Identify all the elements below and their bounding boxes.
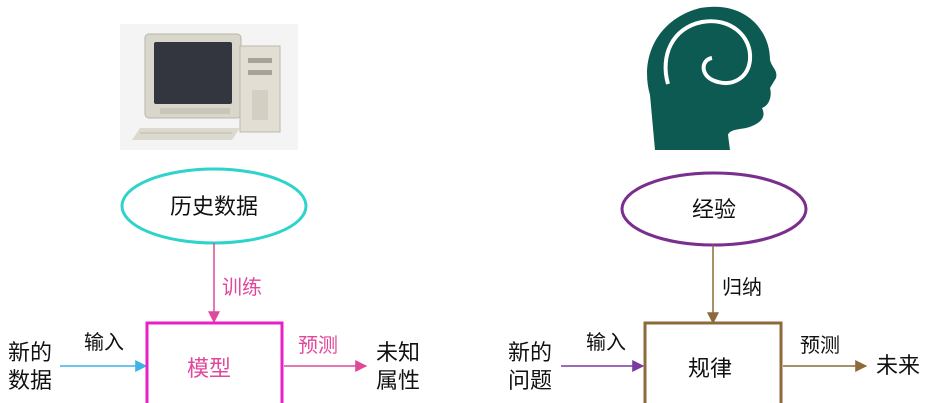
desktop-computer-icon <box>120 24 298 150</box>
new-problem-line2: 问题 <box>508 369 552 394</box>
model-label: 模型 <box>187 357 231 382</box>
new-data-line1: 新的 <box>8 341 52 366</box>
human-head-brain-icon <box>647 6 777 151</box>
model-box <box>145 321 284 403</box>
unknown-attr-line1: 未知 <box>376 341 420 366</box>
experience-label: 经验 <box>692 198 736 223</box>
left-input-label: 输入 <box>84 330 124 354</box>
induce-label: 归纳 <box>722 275 762 299</box>
rule-label: 规律 <box>688 357 732 382</box>
history-data-label: 历史数据 <box>170 195 258 220</box>
right-predict-label: 预测 <box>800 333 840 357</box>
rule-box <box>643 321 783 403</box>
new-data-line2: 数据 <box>8 369 52 394</box>
experience-ellipse <box>620 171 808 247</box>
new-problem-line1: 新的 <box>508 341 552 366</box>
left-predict-label: 预测 <box>298 333 338 357</box>
unknown-attr-line2: 属性 <box>376 369 420 394</box>
future-label: 未来 <box>876 354 920 379</box>
right-input-label: 输入 <box>586 330 626 354</box>
train-label: 训练 <box>222 275 262 299</box>
